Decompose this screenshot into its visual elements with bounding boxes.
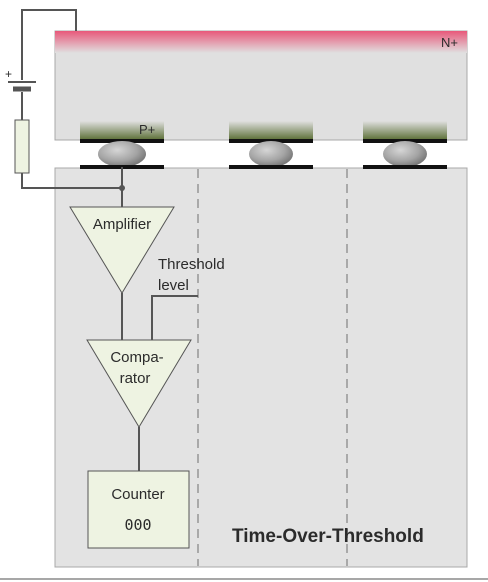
p-plus-label: P+ <box>139 122 155 137</box>
threshold-wire <box>151 295 198 340</box>
counter-box <box>87 470 190 549</box>
bias-resistor <box>14 119 30 174</box>
comparator-label-line1: Compa- <box>110 349 163 366</box>
bond-pad-bottom-2 <box>229 165 313 169</box>
counter-label: Counter <box>111 486 164 503</box>
amplifier-label: Amplifier <box>93 216 151 233</box>
battery-polarity-label: + <box>5 67 12 81</box>
p-plus-implant-3 <box>363 121 447 140</box>
bump-bond-3 <box>383 141 427 167</box>
comparator-triangle <box>86 339 192 428</box>
n-plus-layer <box>55 31 467 53</box>
junction-node <box>119 185 125 191</box>
bond-pad-bottom-3 <box>363 165 447 169</box>
bump-bond-2 <box>249 141 293 167</box>
amplifier-triangle <box>69 206 175 294</box>
p-plus-implant-1 <box>80 121 164 140</box>
p-plus-implant-2 <box>229 121 313 140</box>
time-over-threshold-caption: Time-Over-Threshold <box>232 526 424 547</box>
threshold-label-line2: level <box>158 277 189 294</box>
counter-value: 000 <box>124 516 151 534</box>
comparator-label-line2: rator <box>120 370 151 387</box>
bump-bond-1 <box>98 141 146 167</box>
bias-circuit <box>21 9 123 207</box>
n-plus-label: N+ <box>441 35 458 50</box>
threshold-label-line1: Threshold <box>158 256 225 273</box>
